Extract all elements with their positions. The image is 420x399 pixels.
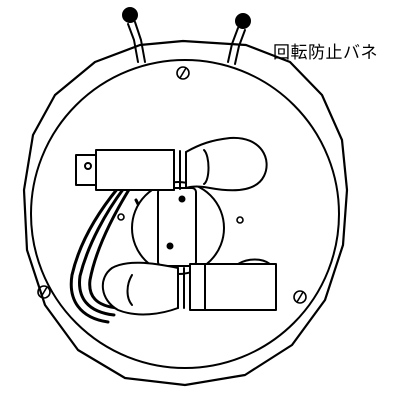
mounting-plate xyxy=(131,181,225,275)
outer-ring xyxy=(22,39,349,387)
upper-lamp xyxy=(75,136,268,192)
rotation-prevention-spring xyxy=(122,7,251,65)
screw xyxy=(37,66,307,304)
spring-callout-label: 回転防止バネ xyxy=(273,43,378,63)
lower-lamp xyxy=(102,258,277,316)
